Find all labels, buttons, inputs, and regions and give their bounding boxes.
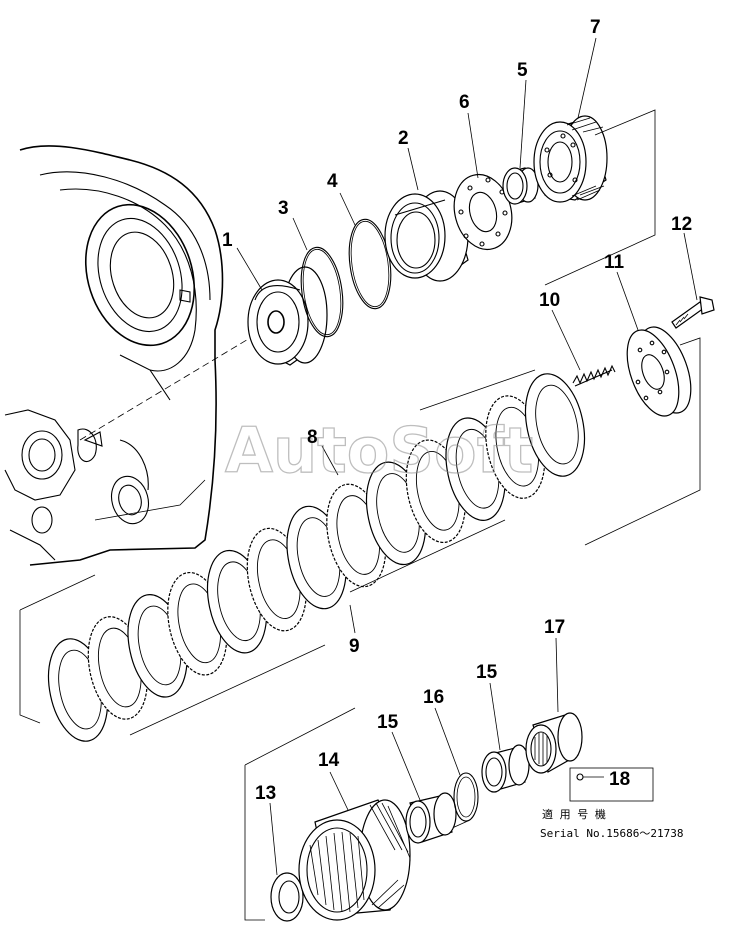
part-15-bushing-b <box>481 744 530 793</box>
callout-18: 18 <box>609 769 630 790</box>
callout-14: 14 <box>318 750 340 771</box>
callout-9: 9 <box>349 636 360 657</box>
callout-15b: 15 <box>476 662 498 683</box>
callout-16: 16 <box>423 687 444 708</box>
part-16-ring <box>453 772 479 822</box>
part-10-spring <box>572 364 616 387</box>
part-5-bushing <box>502 167 539 205</box>
part-18-plug <box>576 773 584 781</box>
callout-3: 3 <box>278 198 289 219</box>
part-18-box <box>569 767 654 802</box>
callout-8: 8 <box>307 427 318 448</box>
part-12-bolt <box>671 296 715 329</box>
clutch-disc-inner <box>535 384 579 465</box>
callout-13: 13 <box>255 783 276 804</box>
part-13-washer <box>270 872 304 922</box>
part-1-hub <box>247 266 328 366</box>
callout-5: 5 <box>517 60 528 81</box>
frame-line-right <box>584 337 701 546</box>
callout-6: 6 <box>459 92 470 113</box>
part-2-piston <box>384 190 469 282</box>
part-3-ring <box>300 246 344 338</box>
part-6-plate <box>453 173 513 251</box>
part-17-bearing <box>525 712 583 774</box>
transmission-housing <box>4 145 256 566</box>
leader-lines <box>236 37 698 876</box>
callout-4: 4 <box>327 171 338 192</box>
part-7-splined-hub <box>533 115 608 203</box>
part-14-drum <box>298 799 411 921</box>
clutch-disc-pack <box>47 373 586 742</box>
serial-note-label: 適 用 号 機 <box>542 807 606 821</box>
part-15-bushing-a <box>405 792 457 844</box>
callout-17: 17 <box>544 617 565 638</box>
callout-12: 12 <box>671 214 692 235</box>
frame-line-top <box>544 109 656 286</box>
callout-10: 10 <box>539 290 560 311</box>
callout-15a: 15 <box>377 712 399 733</box>
serial-note-text: Serial No.15686～21738 <box>540 827 683 840</box>
callout-numbers: 1 2 3 4 5 6 7 8 9 10 11 12 13 14 15 16 1… <box>222 17 692 804</box>
part-11-plate <box>626 326 692 417</box>
callout-2: 2 <box>398 128 409 149</box>
frame-line-clutch <box>19 369 536 736</box>
watermark-text: AutoSoft <box>225 414 533 487</box>
callout-7: 7 <box>590 17 601 38</box>
clutch-disc-outer <box>524 373 586 477</box>
part-4-ring <box>348 218 392 310</box>
callout-11: 11 <box>604 252 625 273</box>
callout-1: 1 <box>222 230 233 251</box>
